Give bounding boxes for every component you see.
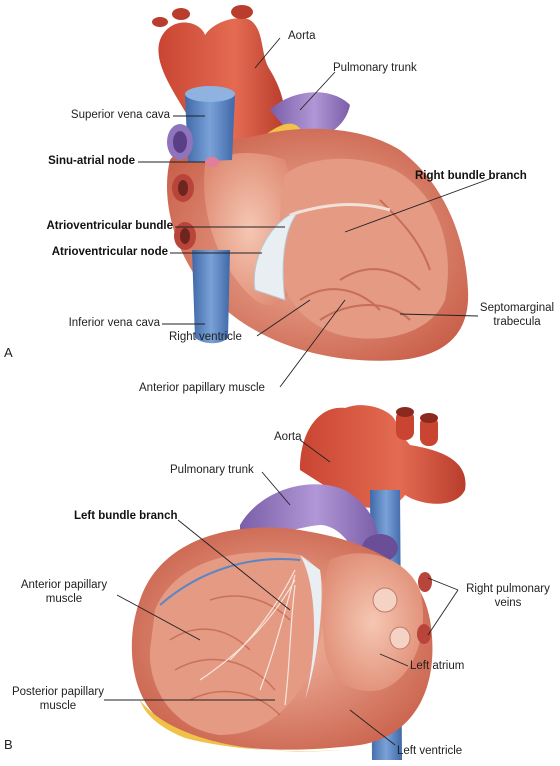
label-superior-vena-cava: Superior vena cava (70, 109, 170, 121)
label-anterior-papillary-muscle-a: Anterior papillary muscle (139, 382, 265, 394)
heart-panel-a (152, 5, 469, 361)
label-inferior-vena-cava: Inferior vena cava (68, 317, 160, 329)
panel-letter-a: A (4, 345, 13, 360)
label-septomarginal-trabecula-1: Septomarginal (479, 302, 555, 314)
label-posterior-papillary-muscle-2: muscle (39, 700, 77, 712)
label-right-pulmonary-veins-1: Right pulmonary (466, 583, 550, 595)
aorta-b (300, 405, 466, 508)
label-right-bundle-branch: Right bundle branch (415, 170, 527, 182)
pulmonary-trunk-b (240, 484, 379, 560)
label-aorta-a: Aorta (288, 30, 316, 42)
label-atrioventricular-node: Atrioventricular node (51, 246, 168, 258)
label-atrioventricular-bundle: Atrioventricular bundle (46, 220, 173, 232)
label-posterior-papillary-muscle-1: Posterior papillary (11, 686, 105, 698)
label-anterior-papillary-muscle-b-2: muscle (45, 593, 83, 605)
inferior-vena-cava (192, 250, 230, 344)
label-pulmonary-trunk-a: Pulmonary trunk (333, 62, 417, 74)
label-sinu-atrial-node: Sinu-atrial node (48, 155, 135, 167)
superior-vena-cava (185, 89, 235, 162)
heart-panel-b (131, 405, 466, 760)
label-pulmonary-trunk-b: Pulmonary trunk (170, 464, 254, 476)
label-left-atrium: Left atrium (410, 660, 465, 672)
panel-letter-b: B (4, 737, 13, 752)
label-aorta-b: Aorta (274, 431, 302, 443)
label-right-ventricle: Right ventricle (169, 331, 242, 343)
label-left-ventricle: Left ventricle (397, 745, 463, 757)
label-anterior-papillary-muscle-b-1: Anterior papillary (20, 579, 108, 591)
label-left-bundle-branch: Left bundle branch (74, 510, 178, 522)
label-right-pulmonary-veins-2: veins (494, 597, 522, 609)
label-septomarginal-trabecula-2: trabecula (493, 316, 541, 328)
